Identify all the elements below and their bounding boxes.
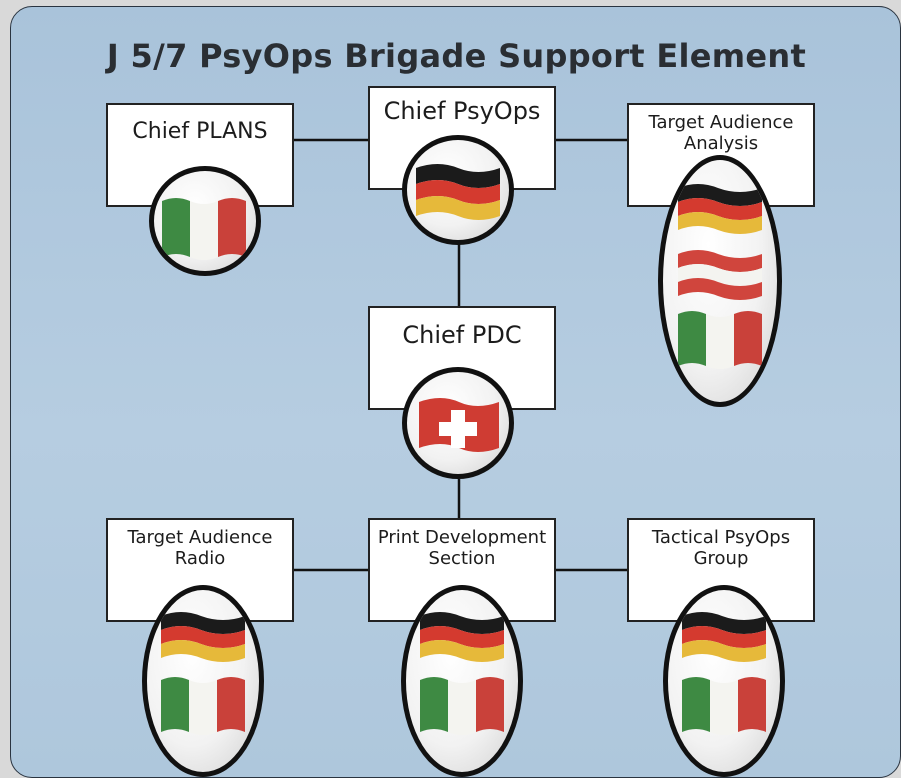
germany-flag-icon [420, 612, 504, 662]
germany-flag-icon [416, 164, 500, 220]
switzerland-flag-emblem [402, 367, 514, 479]
flags-stack-icon [420, 612, 504, 735]
austria-flag-icon [678, 250, 762, 300]
italy-flag-icon [420, 677, 504, 735]
flags-stack-icon [678, 184, 762, 369]
italy-flag-emblem [149, 166, 261, 276]
chief-plans-label: Chief PLANS [132, 119, 268, 144]
chief-psyops-label: Chief PsyOps [383, 97, 541, 125]
germany-flag-icon [161, 612, 245, 662]
germany-flag-emblem [402, 135, 514, 245]
tactical-psyops-group-label: Tactical PsyOps Group [651, 527, 791, 569]
tactical-flags-emblem [663, 585, 785, 777]
italy-flag-icon [161, 677, 245, 735]
target-audience-radio-label: Target Audience Radio [127, 527, 273, 569]
switzerland-flag-icon [419, 398, 499, 452]
org-chart-panel: J 5/7 PsyOps Brigade Support Element Chi… [10, 6, 901, 778]
italy-flag-icon [162, 198, 246, 260]
chief-pdc-label: Chief PDC [402, 321, 522, 349]
italy-flag-icon [682, 677, 766, 735]
flags-stack-icon [682, 612, 766, 735]
print-flags-emblem [401, 585, 523, 777]
print-development-section-label: Print Development Section [377, 527, 547, 569]
radio-flags-emblem [142, 585, 264, 777]
target-audience-analysis-label: Target Audience Analysis [648, 112, 794, 154]
chart-title: J 5/7 PsyOps Brigade Support Element [106, 37, 807, 75]
flags-stack-icon [161, 612, 245, 735]
germany-flag-icon [682, 612, 766, 662]
germany-flag-icon [678, 184, 762, 234]
analysis-flags-emblem [658, 155, 782, 407]
italy-flag-icon [678, 311, 762, 369]
connector-lines [293, 138, 628, 572]
